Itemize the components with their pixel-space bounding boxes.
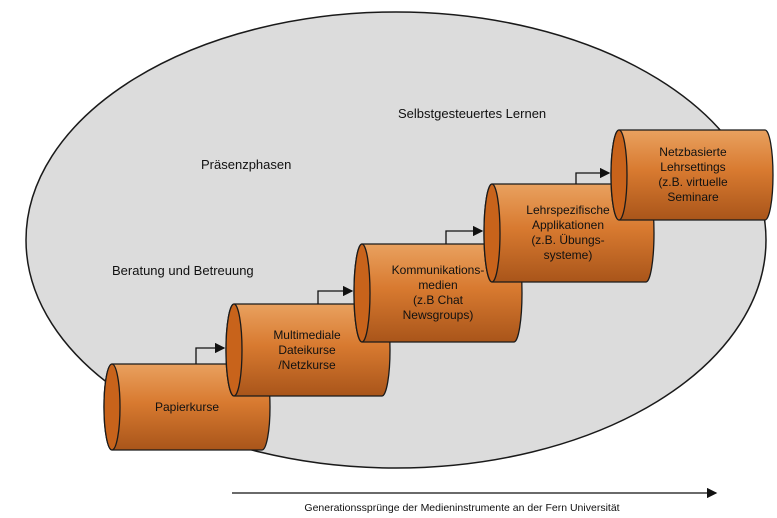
background-ellipse [25,11,767,469]
label-praesenzphasen: Präsenzphasen [201,157,292,172]
cylinder-cap [483,183,501,283]
connector-arrow [575,167,611,184]
cylinder-cap [353,243,371,343]
step-label-multimediale-dateikurse: Multimediale Dateikurse /Netzkurse [273,327,341,372]
step-label-papierkurse: Papierkurse [154,399,220,414]
connector-arrow [317,285,354,304]
label-selbstgesteuertes-lernen: Selbstgesteuertes Lernen [398,106,547,121]
connector-arrow [195,342,226,364]
connector-arrow [445,225,484,244]
cylinder-netzbasierte-lehrsettings [610,129,774,221]
step-label-lehrspezifische-applikationen: Lehrspezifische Applikationen (z.B. Übun… [526,203,610,262]
label-beratung-und-betreuung: Beratung und Betreuung [112,263,254,278]
cylinder-cap [610,129,628,221]
step-cylinders [103,129,774,451]
cylinder-cap [225,303,243,397]
step-label-netzbasierte-lehrsettings: Netzbasierte Lehrsettings (z.B. virtuell… [658,145,728,204]
cylinder-multimediale-dateikurse [225,303,391,397]
cylinder-cap [103,363,121,451]
step-label-kommunikationsmedien: Kommunikations- medien (z.B Chat Newsgro… [391,263,485,322]
timeline-caption: Generationssprünge der Medieninstrumente… [304,502,620,514]
step-connectors [195,167,611,364]
